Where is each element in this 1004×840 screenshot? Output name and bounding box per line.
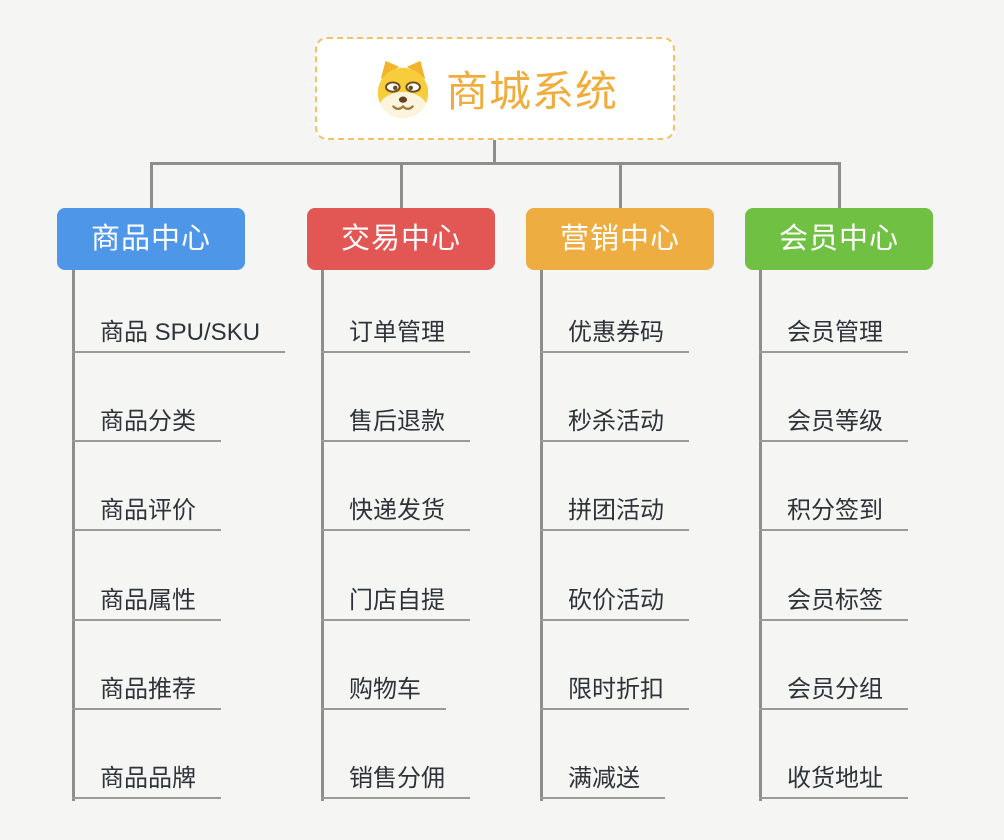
connector-drop-marketing xyxy=(619,162,622,208)
connector-stem-marketing xyxy=(540,270,543,801)
leaf-node[interactable]: 拼团活动 xyxy=(540,495,689,531)
leaf-node[interactable]: 会员管理 xyxy=(759,317,908,353)
branch-header-marketing-center[interactable]: 营销中心 xyxy=(526,208,714,270)
leaf-node[interactable]: 商品品牌 xyxy=(72,763,221,799)
leaf-node[interactable]: 门店自提 xyxy=(321,585,470,621)
leaf-node[interactable]: 优惠券码 xyxy=(540,317,689,353)
leaf-node[interactable]: 销售分佣 xyxy=(321,763,470,799)
connector-drop-member xyxy=(838,162,841,208)
leaf-node[interactable]: 砍价活动 xyxy=(540,585,689,621)
connector-stem-trade xyxy=(321,270,324,801)
branch-header-member-center[interactable]: 会员中心 xyxy=(745,208,933,270)
leaf-node[interactable]: 会员分组 xyxy=(759,674,908,710)
branch-header-product-center[interactable]: 商品中心 xyxy=(57,208,245,270)
leaf-node[interactable]: 购物车 xyxy=(321,674,446,710)
connector-drop-trade xyxy=(400,162,403,208)
connector-horizontal xyxy=(150,162,841,165)
leaf-node[interactable]: 会员标签 xyxy=(759,585,908,621)
leaf-node[interactable]: 积分签到 xyxy=(759,495,908,531)
leaf-node[interactable]: 满减送 xyxy=(540,763,665,799)
root-title: 商城系统 xyxy=(445,68,618,115)
leaf-node[interactable]: 商品分类 xyxy=(72,406,221,442)
leaf-node[interactable]: 收货地址 xyxy=(759,763,908,799)
root-node[interactable]: 商城系统 xyxy=(315,37,675,140)
branch-header-trade-center[interactable]: 交易中心 xyxy=(307,208,495,270)
leaf-node[interactable]: 会员等级 xyxy=(759,406,908,442)
leaf-node[interactable]: 订单管理 xyxy=(321,317,470,353)
connector-root-stem xyxy=(493,138,496,165)
leaf-node[interactable]: 快递发货 xyxy=(321,495,470,531)
doge-icon xyxy=(377,60,429,118)
leaf-node[interactable]: 商品推荐 xyxy=(72,674,221,710)
leaf-node[interactable]: 商品评价 xyxy=(72,495,221,531)
leaf-node[interactable]: 限时折扣 xyxy=(540,674,689,710)
leaf-node[interactable]: 售后退款 xyxy=(321,406,470,442)
connector-stem-product xyxy=(72,270,75,801)
connector-drop-product xyxy=(150,162,153,208)
leaf-node[interactable]: 秒杀活动 xyxy=(540,406,689,442)
connector-stem-member xyxy=(759,270,762,801)
leaf-node[interactable]: 商品属性 xyxy=(72,585,221,621)
leaf-node[interactable]: 商品 SPU/SKU xyxy=(72,317,286,353)
